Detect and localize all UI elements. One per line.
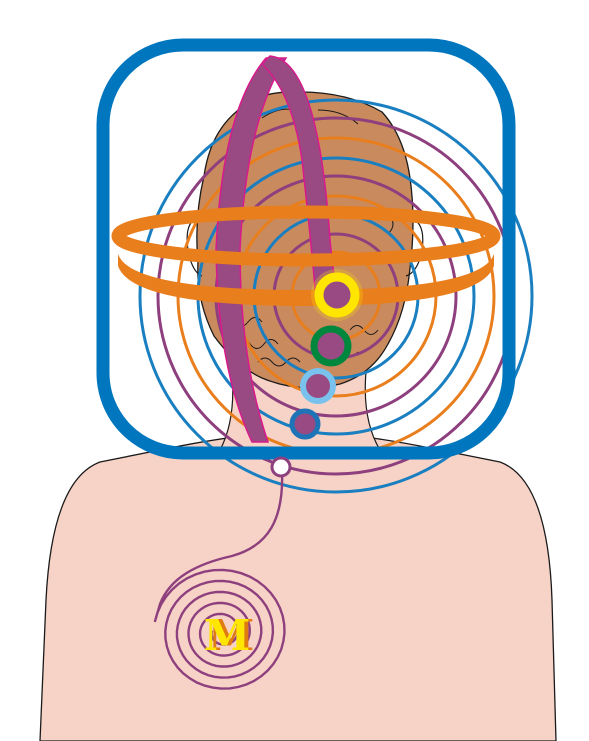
chakra-light-blue [300, 368, 336, 404]
spiral-icon [153, 469, 286, 690]
torso [39, 431, 557, 741]
equator-back [111, 205, 501, 267]
chakra-green [310, 325, 352, 367]
glyph-letter: M [204, 611, 251, 660]
rounded-square-frame-icon [96, 38, 516, 460]
chakra-small-purple [270, 456, 292, 478]
chakra-blue [289, 408, 321, 440]
chakra-crown-yellow [314, 272, 360, 318]
concentric-ring [138, 98, 534, 494]
equator-front [118, 254, 494, 306]
glyph-letter-shadow: M [208, 611, 255, 660]
orange-ring-icon [111, 205, 501, 306]
m-glyph-icon: M M [204, 611, 255, 660]
chakra-column [270, 269, 363, 478]
vertical-band-back [215, 57, 288, 443]
